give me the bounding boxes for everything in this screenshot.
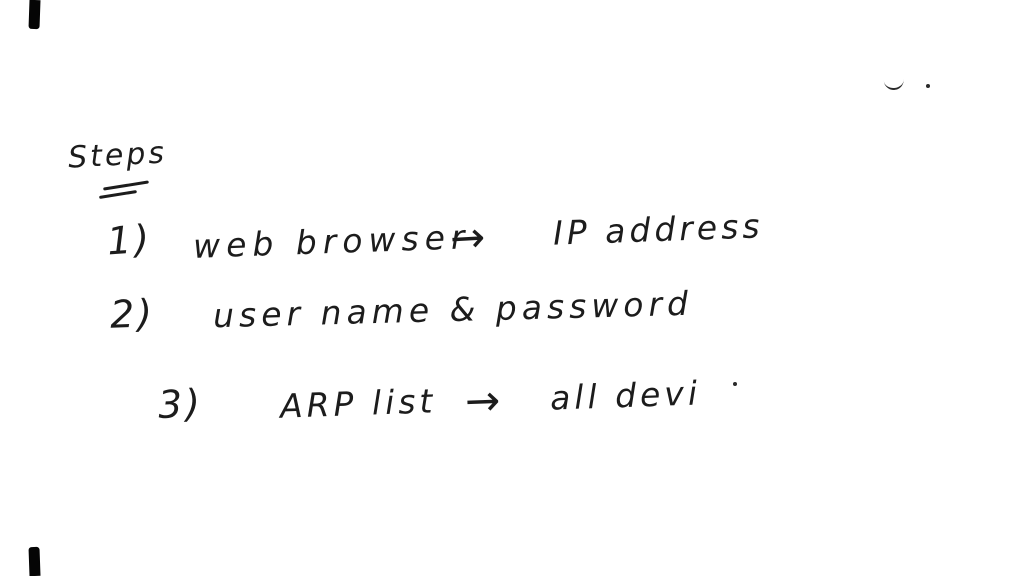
note-title: Steps xyxy=(67,135,168,176)
stray-ink-dot xyxy=(926,84,930,88)
step-number: 3) xyxy=(156,380,205,428)
arrow-right-icon: → xyxy=(448,212,487,263)
step-number: 1) xyxy=(105,216,154,264)
ink-mark-top-left xyxy=(28,0,41,30)
step-text: web browser xyxy=(192,217,472,266)
stray-ink-curve xyxy=(883,77,905,91)
title-underline xyxy=(98,190,138,199)
ink-mark-bottom-left xyxy=(28,546,41,576)
step-number: 2) xyxy=(109,291,156,337)
arrow-right-icon: → xyxy=(464,375,502,426)
step-text: user name & password xyxy=(212,283,694,336)
step-text: ARP list xyxy=(279,381,438,426)
title-underline xyxy=(103,180,149,191)
trailing-ink-dot xyxy=(733,382,737,386)
step-result: IP address xyxy=(552,206,765,253)
step-result: all devi xyxy=(549,373,702,418)
